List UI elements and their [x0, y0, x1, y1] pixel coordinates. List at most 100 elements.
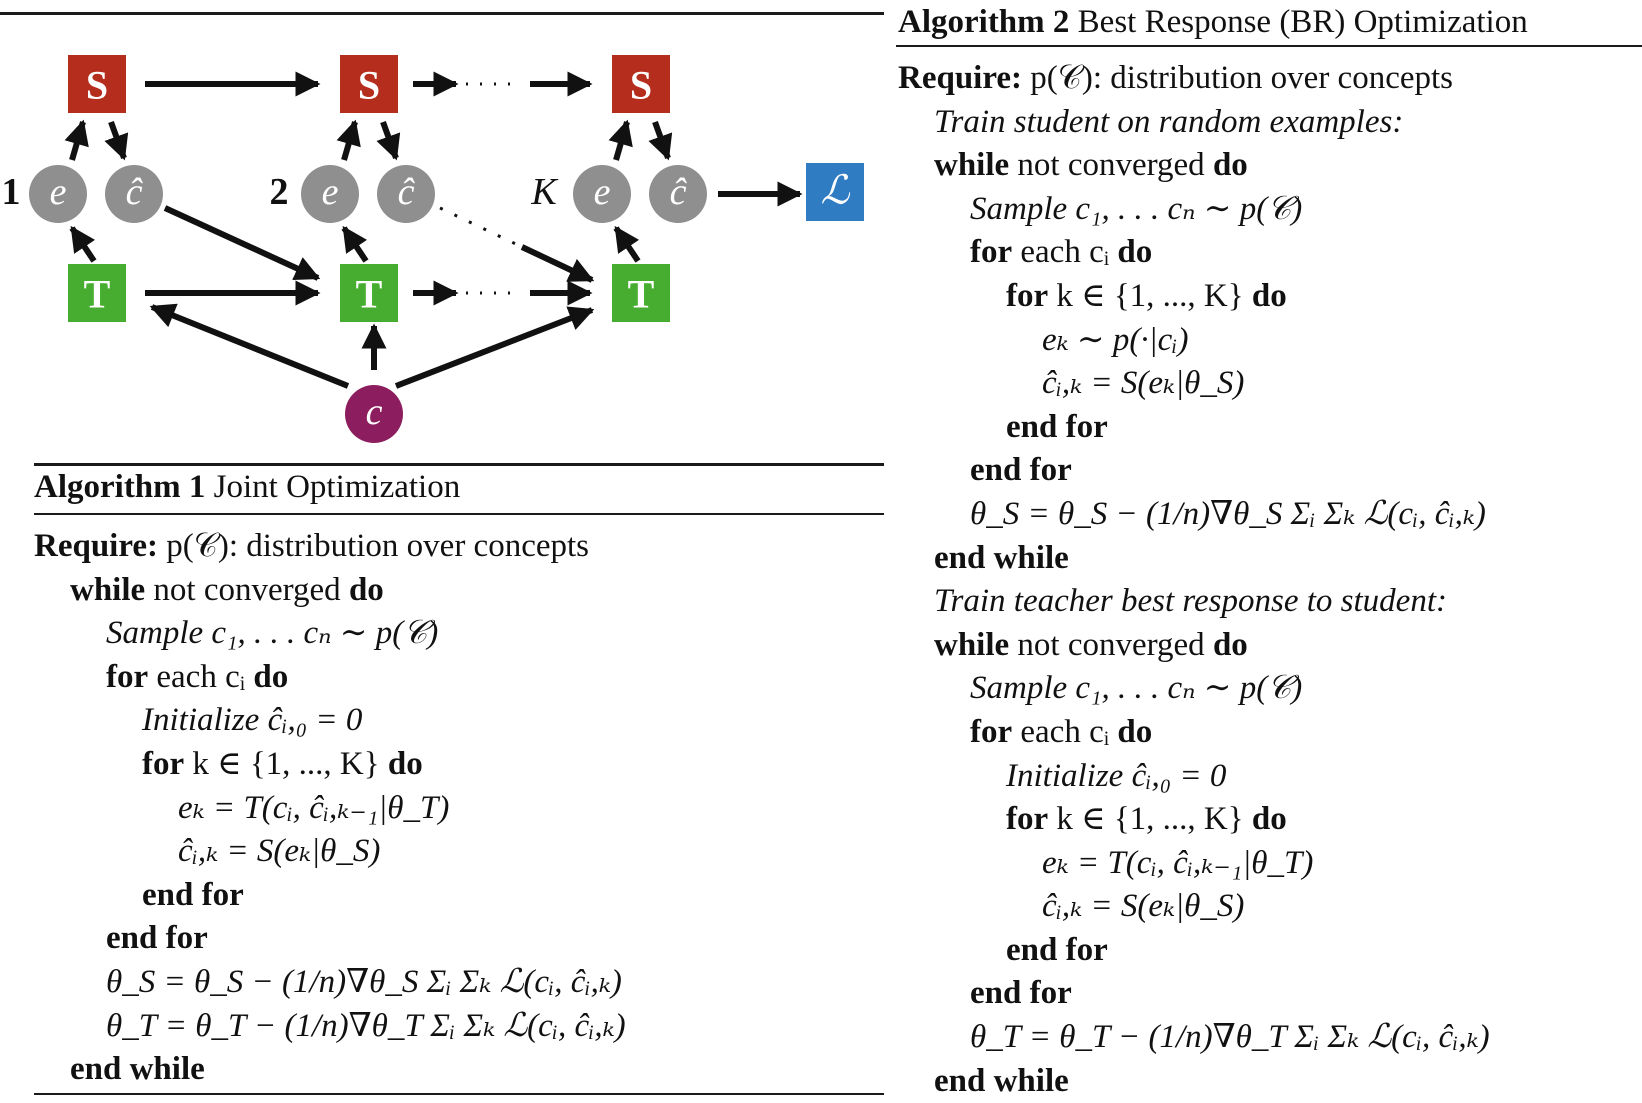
arrow-c-to-t1 [149, 303, 350, 389]
student-node-label: S [630, 63, 652, 108]
algorithm1-line: Require: p(𝒞): distribution over concept… [34, 525, 626, 569]
algorithm1-line-keyword: for [142, 745, 185, 782]
algorithm2-caption: Algorithm 2 Best Response (BR) Optimizat… [898, 2, 1528, 42]
algorithm2-line-keyword: do [1212, 626, 1248, 663]
algorithm2-header-rule [896, 45, 1642, 47]
algorithm2-line-keyword: end while [934, 539, 1069, 576]
algorithm2-line: end for [898, 406, 1490, 450]
example-node-2: e [301, 165, 359, 223]
algorithm2-line: θ_T = θ_T − (1/n)∇θ_T Σᵢ Σₖ ℒ(cᵢ, ĉᵢ,ₖ) [898, 1016, 1490, 1060]
algorithm1-line-text: k ∈ {1, ..., K} [184, 745, 388, 782]
algorithm2-line: for k ∈ {1, ..., K} do [898, 275, 1490, 319]
algorithm2-line-text: ĉᵢ,ₖ = S(eₖ|θ_S) [1042, 888, 1245, 925]
algorithm2-line-keyword: for [1006, 801, 1049, 838]
prediction-node-label: ĉ [398, 171, 416, 213]
algorithm1-line-keyword: for [106, 658, 149, 695]
algorithm1-line-text: eₖ = T(cᵢ, ĉᵢ,ₖ₋₁|θ_T) [178, 789, 450, 826]
algorithm2-line-text: not converged [1009, 626, 1213, 663]
algorithm2-line: for each cᵢ do [898, 711, 1490, 755]
algorithm1-line-text: ĉᵢ,ₖ = S(eₖ|θ_S) [178, 833, 381, 870]
concept-node-label: c [366, 391, 383, 433]
algorithm2-line-keyword: end for [1006, 408, 1108, 445]
algorithm1-line: θ_S = θ_S − (1/n)∇θ_S Σᵢ Σₖ ℒ(cᵢ, ĉᵢ,ₖ) [34, 961, 626, 1005]
arrow-chat1-t2 [163, 205, 321, 281]
algorithm2-line-keyword: end for [970, 452, 1072, 489]
algorithm1-line: Initialize ĉᵢ,₀ = 0 [34, 699, 626, 743]
arrow-e-to-s-1 [64, 119, 89, 161]
algorithm2-line-keyword: end while [934, 1062, 1069, 1099]
algorithm1-caption: Algorithm 1 Joint Optimization [34, 467, 460, 507]
prediction-node-1: ĉ [105, 165, 163, 223]
algorithm2-line-text: θ_T = θ_T − (1/n)∇θ_T Σᵢ Σₖ ℒ(cᵢ, ĉᵢ,ₖ) [970, 1019, 1490, 1056]
prediction-node-label: ĉ [670, 171, 688, 213]
algorithm2-line-keyword: Require: [898, 60, 1023, 96]
algorithm2-line: while not converged do [898, 144, 1490, 188]
algorithm2-title: Best Response (BR) Optimization [1077, 4, 1528, 40]
algorithm2-line-text: each cᵢ [1012, 713, 1118, 750]
teacher-node-3: T [612, 264, 670, 322]
algorithm2-line: ĉᵢ,ₖ = S(eₖ|θ_S) [898, 885, 1490, 929]
algorithm2-line-text: Train teacher best response to student: [934, 583, 1447, 620]
algorithm2-line-text: not converged [1009, 147, 1213, 184]
algorithm1-line-text: θ_S = θ_S − (1/n)∇θ_S Σᵢ Σₖ ℒ(cᵢ, ĉᵢ,ₖ) [106, 963, 622, 1000]
algorithm1-line-text: θ_T = θ_T − (1/n)∇θ_T Σᵢ Σₖ ℒ(cᵢ, ĉᵢ,ₖ) [106, 1007, 626, 1044]
prediction-node-2: ĉ [377, 165, 435, 223]
algorithm2-line: end for [898, 449, 1490, 493]
algorithm2-line-text: k ∈ {1, ..., K} [1048, 277, 1252, 314]
prediction-node-label: ĉ [126, 171, 144, 213]
example-node-label: e [322, 171, 339, 213]
arrow-e-to-s-2 [336, 119, 361, 161]
diagram-edges [64, 71, 803, 389]
algorithm2-line-text: eₖ = T(cᵢ, ĉᵢ,ₖ₋₁|θ_T) [1042, 844, 1314, 881]
algorithm2-line: Train student on random examples: [898, 101, 1490, 145]
algorithm1-line-text: not converged [145, 571, 349, 608]
example-node-1: e [29, 165, 87, 223]
algorithm1-line-text: Sample c₁, . . . cₙ ∼ p(𝒞) [106, 615, 439, 652]
algorithm2-line-keyword: end for [970, 975, 1072, 1012]
algorithm1-line-text: p(𝒞): distribution over concepts [158, 528, 590, 564]
algorithm2-line-text: θ_S = θ_S − (1/n)∇θ_S Σᵢ Σₖ ℒ(cᵢ, ĉᵢ,ₖ) [970, 495, 1486, 532]
algorithm2-line: ĉᵢ,ₖ = S(eₖ|θ_S) [898, 362, 1490, 406]
algorithm2-line: θ_S = θ_S − (1/n)∇θ_S Σᵢ Σₖ ℒ(cᵢ, ĉᵢ,ₖ) [898, 493, 1490, 537]
algorithm2-line-text: Sample c₁, . . . cₙ ∼ p(𝒞) [970, 190, 1303, 227]
algorithm1-line: end for [34, 874, 626, 918]
loss-node-label: ℒ [821, 168, 851, 213]
student-node-2: S [340, 55, 398, 113]
algorithm2-line-keyword: do [1251, 277, 1287, 314]
algorithm1-body: Require: p(𝒞): distribution over concept… [34, 525, 626, 1092]
arrow-chat2-t3 [520, 244, 595, 283]
algorithm1-line-text: each cᵢ [148, 658, 254, 695]
student-node-3: S [612, 55, 670, 113]
algorithm2-line: end for [898, 972, 1490, 1016]
arrow-t-to-e-3 [613, 225, 641, 263]
algorithm1-line: for each cᵢ do [34, 656, 626, 700]
algorithm2-line-keyword: for [970, 713, 1013, 750]
algorithm2-line-keyword: do [1212, 147, 1248, 184]
algorithm2-line-keyword: do [1117, 234, 1153, 271]
student-node-1: S [68, 55, 126, 113]
example-node-label: e [50, 171, 67, 213]
algorithm1-label: Algorithm 1 [34, 469, 206, 505]
algorithm2-line-text: each cᵢ [1012, 234, 1118, 271]
algorithm2-line: eₖ ∼ p(·|cᵢ) [898, 319, 1490, 363]
teacher-node-label: T [628, 272, 655, 317]
algorithm2-line-keyword: for [1006, 277, 1049, 314]
round-label-1: 1 [2, 171, 21, 213]
arrow-t-to-e-2 [341, 225, 369, 263]
teacher-node-1: T [68, 264, 126, 322]
student-node-label: S [86, 63, 108, 108]
algorithm1-line: Sample c₁, . . . cₙ ∼ p(𝒞) [34, 612, 626, 656]
algorithm1-line: ĉᵢ,ₖ = S(eₖ|θ_S) [34, 830, 626, 874]
algorithm1-line-keyword: do [253, 658, 289, 695]
algorithm1-line-keyword: do [387, 745, 423, 782]
algorithm1-bottom-rule [34, 1093, 884, 1095]
algorithm2-line: end while [898, 1060, 1490, 1103]
arrow-e-to-s-3 [608, 119, 633, 161]
example-node-label: e [594, 171, 611, 213]
algorithm1-line: end while [34, 1048, 626, 1092]
figure-top-rule [0, 12, 884, 15]
algorithm2-line: Train teacher best response to student: [898, 580, 1490, 624]
algorithm2-line-keyword: do [1117, 713, 1153, 750]
arrow-s-to-chat-2 [376, 120, 401, 161]
